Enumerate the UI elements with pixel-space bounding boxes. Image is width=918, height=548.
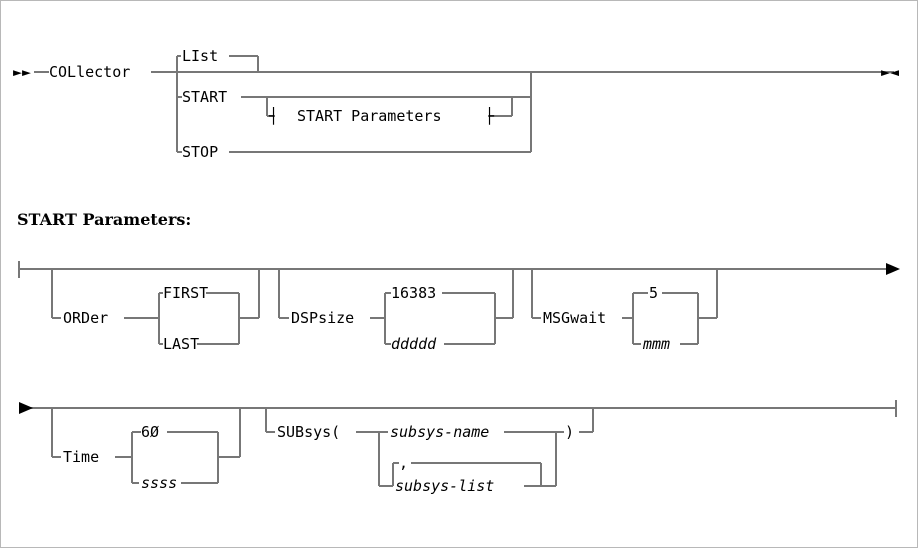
- row1-end-marker-icon: ►◄: [881, 63, 900, 81]
- option-dspsize-variable: ddddd: [391, 335, 437, 353]
- row1-start-marker-icon: ►►: [13, 63, 32, 81]
- operand-subsys-list: subsys-list: [395, 477, 495, 495]
- option-order-last: LAST: [163, 335, 200, 353]
- keyword-subsys-open: SUBsys(: [277, 423, 341, 441]
- operand-subsys-name: subsys-name: [390, 423, 490, 441]
- option-time-variable: ssss: [141, 474, 178, 492]
- keyword-time: Time: [63, 448, 100, 466]
- branch-label-start: START: [182, 88, 228, 106]
- option-msgwait-default: 5: [649, 284, 659, 302]
- keyword-collector: COLlector: [49, 63, 131, 81]
- option-time-default: 6Ø: [141, 423, 160, 441]
- reference-right-bracket-icon: ├: [485, 107, 495, 125]
- option-dspsize-default: 16383: [391, 284, 437, 302]
- reference-label-start-parameters: START Parameters: [297, 107, 442, 125]
- branch-label-stop: STOP: [182, 143, 219, 161]
- keyword-order: ORDer: [63, 309, 109, 327]
- section-heading-start-parameters: START Parameters:: [17, 210, 192, 229]
- keyword-subsys-close-paren: ): [565, 423, 575, 441]
- branch-label-list: LIst: [182, 47, 219, 65]
- option-msgwait-variable: mmm: [643, 335, 671, 353]
- reference-left-bracket-icon: ┤: [269, 107, 279, 125]
- keyword-dspsize: DSPsize: [291, 309, 355, 327]
- separator-comma: ,: [399, 454, 409, 472]
- option-order-first: FIRST: [163, 284, 209, 302]
- keyword-msgwait: MSGwait: [543, 309, 607, 327]
